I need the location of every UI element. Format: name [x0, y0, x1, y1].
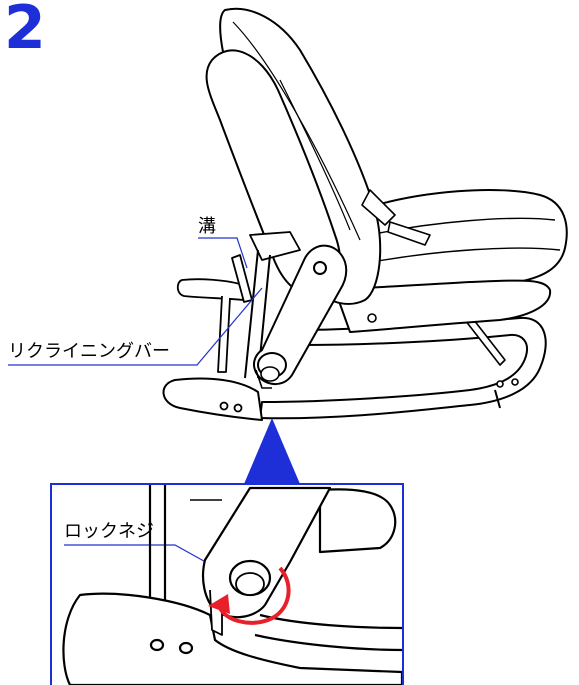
reclining-bar [176, 278, 245, 301]
rotation-arrow-icon [218, 566, 291, 625]
groove-leader [198, 237, 248, 269]
reclining-bar-label: リクライニングバー [8, 341, 170, 362]
arm-link [252, 244, 348, 385]
detail-frame [50, 483, 404, 685]
detail-rocker-base [62, 592, 402, 685]
groove-label: 溝 [198, 216, 216, 237]
seat-side-panel [334, 279, 552, 333]
chair-drawing [162, 7, 568, 421]
lock-screw-label: ロックネジ [64, 521, 154, 542]
zoom-pointer-triangle [244, 418, 300, 484]
step-number: 2 [4, 0, 46, 63]
detail-drawing [62, 485, 402, 685]
rocker-base-left [162, 377, 263, 421]
reclining-bar-leader [8, 287, 263, 366]
rotation-arrowhead-icon [208, 594, 230, 614]
